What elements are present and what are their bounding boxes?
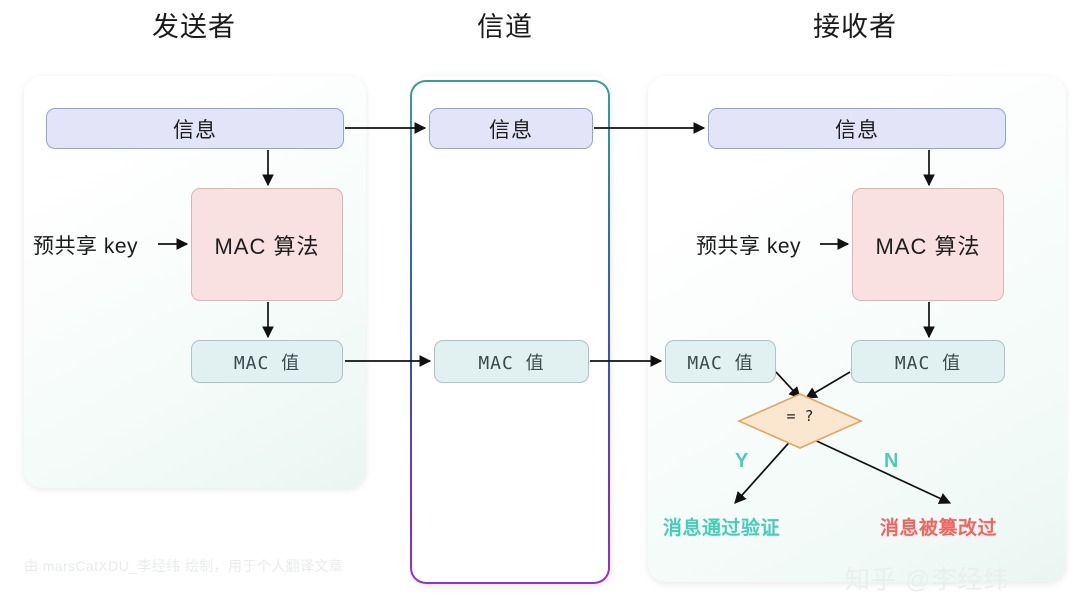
outcome-message-tampered: 消息被篡改过 <box>880 518 998 539</box>
receiver-mac-algorithm-box: MAC 算法 <box>852 188 1004 301</box>
credit-text: 由 marsCatXDU_李经纬 绘制，用于个人翻译文章 <box>24 558 344 574</box>
receiver-computed-mac-value-box: MAC 值 <box>851 340 1005 383</box>
receiver-mac-algorithm-label: MAC 算法 <box>875 233 981 259</box>
channel-panel <box>410 80 610 584</box>
outcome-verification-passed: 消息通过验证 <box>663 518 781 539</box>
channel-message-box: 信息 <box>429 108 593 149</box>
branch-label-no: N <box>884 450 899 472</box>
column-title-receiver: 接收者 <box>813 12 897 42</box>
channel-mac-value-label: MAC 值 <box>478 352 545 374</box>
sender-message-box: 信息 <box>46 108 344 149</box>
receiver-computed-mac-value-label: MAC 值 <box>894 352 962 374</box>
sender-mac-algorithm-box: MAC 算法 <box>191 188 343 301</box>
receiver-received-mac-value-box: MAC 值 <box>665 340 776 383</box>
column-title-channel: 信道 <box>477 12 533 42</box>
sender-mac-algorithm-label: MAC 算法 <box>214 233 320 259</box>
receiver-preshared-key-label: 预共享 key <box>696 235 802 258</box>
sender-mac-value-box: MAC 值 <box>191 340 343 383</box>
channel-mac-value-box: MAC 值 <box>434 340 589 383</box>
branch-label-yes: Y <box>735 450 749 472</box>
sender-message-label: 信息 <box>173 118 217 142</box>
receiver-received-mac-value-label: MAC 值 <box>687 352 754 374</box>
sender-mac-value-label: MAC 值 <box>233 352 301 374</box>
channel-message-label: 信息 <box>489 118 533 142</box>
receiver-message-box: 信息 <box>708 108 1006 149</box>
receiver-panel <box>648 76 1066 582</box>
watermark-text: 知乎 @李经纬 <box>845 566 1010 594</box>
receiver-message-label: 信息 <box>835 118 879 142</box>
column-title-sender: 发送者 <box>152 12 236 42</box>
sender-preshared-key-label: 预共享 key <box>33 235 139 258</box>
